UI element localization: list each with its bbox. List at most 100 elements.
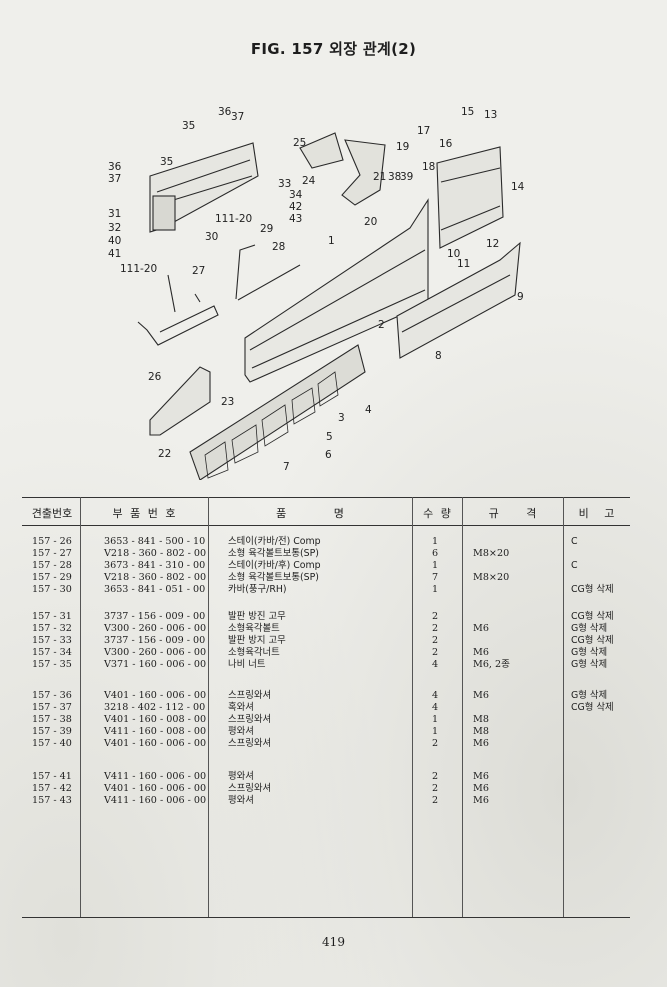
callout-label: 42 bbox=[289, 201, 302, 213]
cell-qty: 4 bbox=[431, 702, 439, 713]
cell-name: 나비 너트 bbox=[228, 659, 266, 670]
header-part-name: 품 명 bbox=[276, 507, 346, 520]
callout-label: 21 bbox=[373, 171, 386, 183]
cell-name: 혹와셔 bbox=[228, 702, 254, 713]
callout-label: 37 bbox=[108, 173, 121, 185]
table-row: 157 - 26 3653 - 841 - 500 - 10 스테이(카바/전) C… bbox=[0, 536, 667, 548]
table-top-rule bbox=[22, 497, 630, 498]
cell-ref: 157 - 41 bbox=[32, 771, 72, 782]
callout-label: 11 bbox=[457, 258, 470, 270]
cell-part: V401 - 160 - 006 - 00 bbox=[104, 738, 207, 749]
cell-qty: 2 bbox=[431, 611, 439, 622]
callout-label: 22 bbox=[158, 448, 171, 460]
cell-name: 소형 육각볼트보통(SP) bbox=[228, 548, 319, 559]
cell-note: C bbox=[571, 536, 578, 547]
cell-name: 스테이(카바/전) Comp bbox=[228, 536, 321, 547]
cell-name: 발판 방지 고무 bbox=[228, 635, 286, 646]
callout-label: 13 bbox=[484, 109, 497, 121]
cell-note: C bbox=[571, 560, 578, 571]
cell-qty: 2 bbox=[431, 738, 439, 749]
callout-label: 2 bbox=[378, 319, 385, 331]
cell-name: 소형육각너트 bbox=[228, 647, 280, 658]
callout-label: 25 bbox=[293, 137, 306, 149]
page-number: 419 bbox=[322, 935, 345, 949]
cell-name: 소형 육각볼트보통(SP) bbox=[228, 572, 319, 583]
callout-label: 111-20 bbox=[120, 263, 157, 275]
cell-spec: M8 bbox=[473, 714, 489, 725]
cell-ref: 157 - 39 bbox=[32, 726, 72, 737]
cell-part: 3653 - 841 - 500 - 10 bbox=[104, 536, 206, 547]
cell-name: 스테이(카바/후) Comp bbox=[228, 560, 321, 571]
callout-label: 27 bbox=[192, 265, 205, 277]
callout-label: 7 bbox=[283, 461, 290, 473]
cell-qty: 1 bbox=[431, 584, 439, 595]
cell-part: V401 - 160 - 008 - 00 bbox=[104, 714, 207, 725]
callout-label: 26 bbox=[148, 371, 162, 383]
callout-label: 24 bbox=[302, 175, 316, 187]
cell-name: 스프링와셔 bbox=[228, 783, 272, 794]
cell-ref: 157 - 26 bbox=[32, 536, 72, 547]
cell-ref: 157 - 34 bbox=[32, 647, 72, 658]
cell-ref: 157 - 43 bbox=[32, 795, 72, 806]
callout-label: 41 bbox=[108, 248, 121, 260]
cell-note: G형 삭제 bbox=[571, 690, 608, 701]
cell-spec: M6, 2종 bbox=[473, 659, 510, 670]
callout-label: 39 bbox=[400, 171, 413, 183]
callout-label: 20 bbox=[364, 216, 377, 228]
table-row: 157 - 40 V401 - 160 - 006 - 00 스프링와셔 2 M6 bbox=[0, 738, 667, 750]
col-divider bbox=[412, 497, 413, 917]
cell-qty: 2 bbox=[431, 795, 439, 806]
header-spec: 규 격 bbox=[488, 507, 539, 520]
cell-name: 평와셔 bbox=[228, 726, 254, 737]
cell-ref: 157 - 30 bbox=[32, 584, 72, 595]
callout-label: 28 bbox=[272, 241, 285, 253]
cell-ref: 157 - 36 bbox=[32, 690, 72, 701]
cell-spec: M6 bbox=[473, 690, 489, 701]
col-divider bbox=[208, 497, 209, 917]
cell-part: V411 - 160 - 006 - 00 bbox=[104, 771, 207, 782]
cell-part: V371 - 160 - 006 - 00 bbox=[104, 659, 207, 670]
cell-qty: 4 bbox=[431, 690, 439, 701]
cell-name: 스프링와셔 bbox=[228, 738, 272, 749]
callout-label: 35 bbox=[160, 156, 173, 168]
cell-spec: M8×20 bbox=[473, 548, 510, 559]
callout-label: 31 bbox=[108, 208, 121, 220]
cell-part: 3653 - 841 - 051 - 00 bbox=[104, 584, 206, 595]
cell-part: 3737 - 156 - 009 - 00 bbox=[104, 635, 206, 646]
callout-label: 5 bbox=[326, 431, 333, 443]
col-divider bbox=[80, 497, 81, 917]
cell-ref: 157 - 29 bbox=[32, 572, 72, 583]
cell-note: CG형 삭제 bbox=[571, 584, 614, 595]
callout-label: 23 bbox=[221, 396, 234, 408]
cell-qty: 1 bbox=[431, 714, 439, 725]
cell-part: V300 - 260 - 006 - 00 bbox=[104, 647, 207, 658]
callout-label: 18 bbox=[422, 161, 435, 173]
cell-note: CG형 삭제 bbox=[571, 635, 614, 646]
cell-part: V218 - 360 - 802 - 00 bbox=[104, 572, 207, 583]
cell-ref: 157 - 35 bbox=[32, 659, 72, 670]
callout-label: 33 bbox=[278, 178, 291, 190]
cell-part: 3673 - 841 - 310 - 00 bbox=[104, 560, 206, 571]
callout-label: 35 bbox=[182, 120, 195, 132]
cell-spec: M6 bbox=[473, 738, 489, 749]
cell-qty: 2 bbox=[431, 623, 439, 634]
cell-note: G형 삭제 bbox=[571, 647, 608, 658]
cell-spec: M6 bbox=[473, 623, 489, 634]
cell-part: V401 - 160 - 006 - 00 bbox=[104, 783, 207, 794]
cell-name: 평와셔 bbox=[228, 771, 254, 782]
cell-qty: 1 bbox=[431, 536, 439, 547]
callout-label: 1 bbox=[328, 235, 335, 247]
cell-ref: 157 - 40 bbox=[32, 738, 72, 749]
cell-qty: 7 bbox=[431, 572, 439, 583]
cell-name: 평와셔 bbox=[228, 795, 254, 806]
cell-spec: M8×20 bbox=[473, 572, 510, 583]
callout-label: 12 bbox=[486, 238, 499, 250]
